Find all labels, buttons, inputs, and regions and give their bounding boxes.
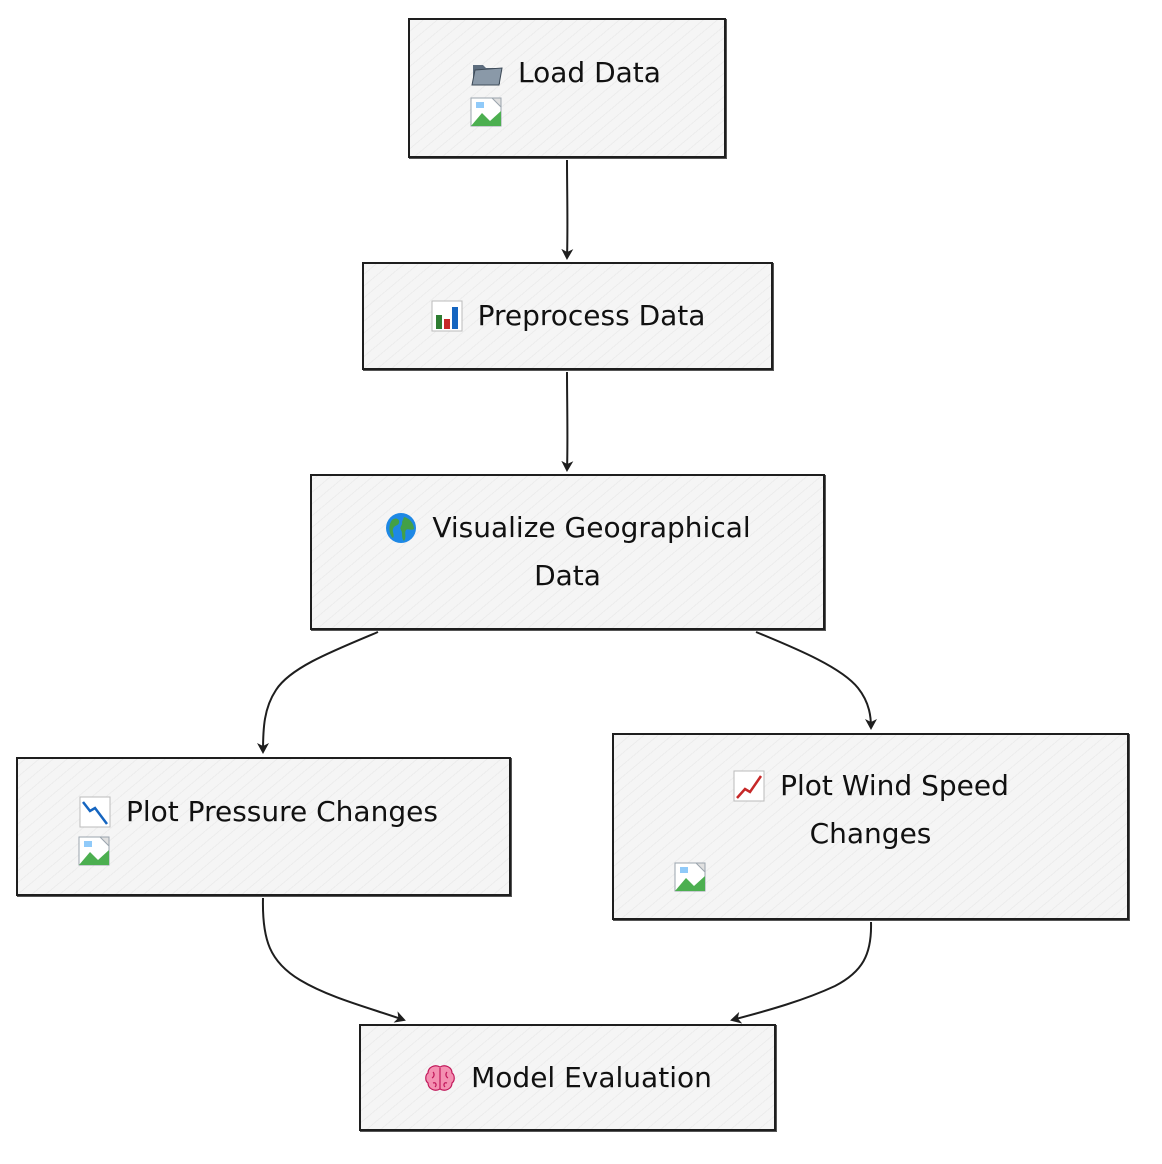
node-label-line1: Visualize Geographical xyxy=(432,511,751,544)
chart-increasing-icon xyxy=(732,769,766,803)
bar-chart-icon xyxy=(430,299,464,333)
brain-icon xyxy=(423,1061,457,1095)
node-label: Model Evaluation xyxy=(471,1060,712,1094)
folder-icon xyxy=(470,56,504,90)
node-label: Preprocess Data xyxy=(477,299,706,332)
node-load-data[interactable]: Load Data xyxy=(408,18,726,158)
node-visualize-geographical-data[interactable]: Visualize Geographical Data xyxy=(310,474,825,630)
edge-wind-to-model xyxy=(730,921,873,1024)
node-model-evaluation[interactable]: Model Evaluation xyxy=(359,1024,776,1131)
edge-pressure-to-model xyxy=(261,897,406,1023)
node-label-line2: Changes xyxy=(809,816,932,850)
broken-image-icon xyxy=(470,97,502,127)
node-label-line2: Data xyxy=(534,559,601,592)
broken-image-icon xyxy=(674,862,706,892)
edge-visualize-to-wind xyxy=(755,631,877,730)
node-preprocess-data[interactable]: Preprocess Data xyxy=(362,262,773,370)
node-label: Load Data xyxy=(518,56,661,89)
node-plot-wind-speed-changes[interactable]: Plot Wind Speed Changes xyxy=(612,733,1129,920)
node-label-line1: Plot Wind Speed xyxy=(780,768,1009,802)
node-plot-pressure-changes[interactable]: Plot Pressure Changes xyxy=(16,757,511,896)
edge-visualize-to-pressure xyxy=(257,631,379,754)
globe-icon xyxy=(384,511,418,545)
node-label: Plot Pressure Changes xyxy=(126,794,438,828)
chart-decreasing-icon xyxy=(78,795,112,829)
broken-image-icon xyxy=(78,836,110,866)
